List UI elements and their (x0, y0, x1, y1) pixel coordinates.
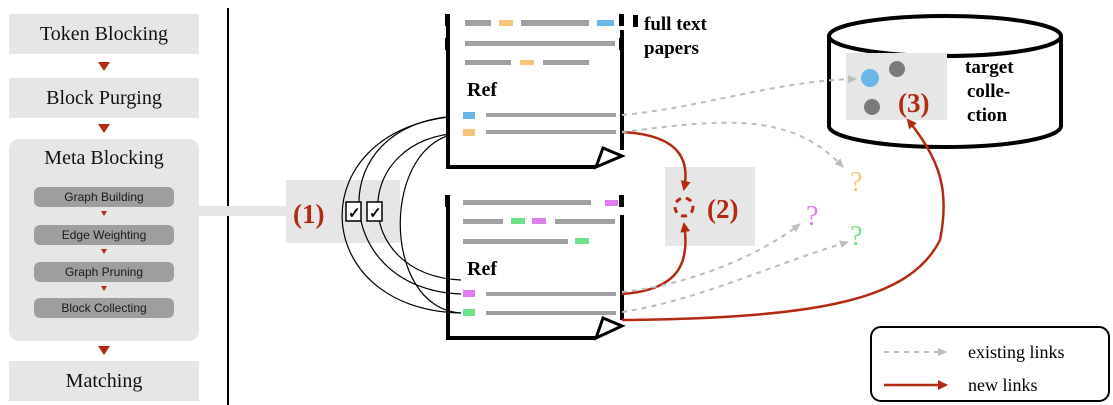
checkbox-icon (345, 201, 362, 222)
arrow-down-icon (98, 346, 110, 355)
unknown-target-icon: ? (850, 167, 862, 198)
ref-label: Ref (467, 79, 497, 101)
checkmark-icon: ✓ (348, 206, 361, 222)
legend-new-label: new links (968, 375, 1038, 395)
arrow-down-icon (98, 62, 110, 71)
step2-label: (2) (707, 194, 738, 224)
token-blocking-step: Token Blocking (9, 14, 199, 54)
substep-graph-building: Graph Building (34, 187, 174, 207)
connector-bar (199, 206, 289, 216)
target-label: target (965, 57, 1014, 78)
paper-document-2 (445, 195, 626, 341)
new-link-arrow (621, 130, 691, 191)
arrow-down-icon (98, 124, 110, 133)
gray-entity-dot (864, 99, 880, 115)
token-blocking-label: Token Blocking (39, 22, 169, 45)
checkbox-icon (366, 201, 383, 222)
papers-label: papers (644, 38, 699, 59)
paper-document-1 (445, 14, 626, 170)
checkmark-icon: ✓ (369, 206, 382, 222)
ref-label: Ref (467, 258, 497, 280)
matching-step: Matching (9, 361, 199, 401)
block-purging-label: Block Purging (46, 86, 162, 109)
target-label: ction (967, 105, 1008, 126)
gray-entity-dot (889, 61, 905, 77)
new-link-arrow (621, 118, 945, 322)
arrow-down-icon (101, 211, 107, 216)
existing-link-arrows (621, 75, 857, 313)
substep-block-collecting: Block Collecting (34, 298, 174, 318)
substep-edge-weighting: Edge Weighting (34, 225, 174, 245)
legend-existing-label: existing links (968, 342, 1065, 362)
step1-label: (1) (293, 199, 324, 229)
target-label: colle- (967, 81, 1010, 102)
step2-box (665, 167, 755, 246)
unknown-target-icon: ? (806, 201, 818, 232)
blue-entity-dot (861, 69, 879, 87)
new-link-arrow (621, 222, 691, 296)
block-purging-step: Block Purging (9, 78, 199, 118)
unknown-target-icon: ? (850, 221, 862, 252)
papers-label: full text (644, 14, 707, 35)
legend-box (870, 326, 1110, 402)
arrow-down-icon (101, 286, 107, 291)
substep-graph-pruning: Graph Pruning (34, 262, 174, 282)
merge-cycle-icon (673, 196, 695, 218)
matching-label: Matching (65, 369, 143, 392)
arrow-down-icon (101, 249, 107, 254)
step3-label: (3) (898, 88, 929, 118)
meta-blocking-label: Meta Blocking (44, 147, 164, 169)
